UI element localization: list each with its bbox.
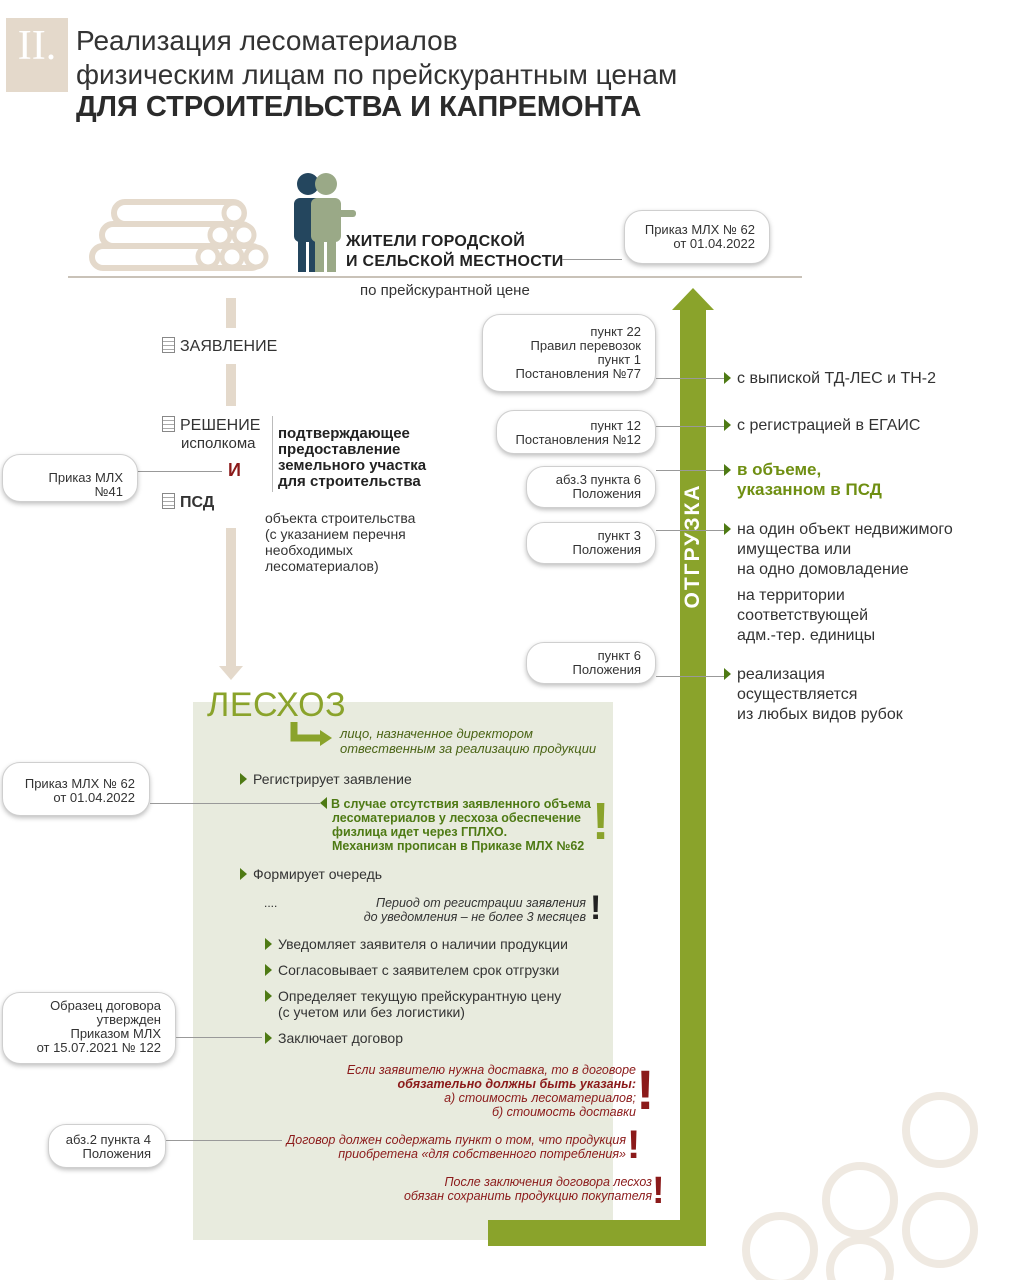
bullet-arrow-icon	[724, 668, 731, 680]
step-notify: Уведомляет заявителя о наличии продукции	[265, 936, 568, 952]
doc-psd: ПСД	[162, 493, 214, 512]
shipment-label-wrap: ОТГРУЗКА	[680, 476, 706, 616]
connector-line	[562, 259, 622, 260]
leshoz-title: ЛЕСХОЗ	[207, 686, 347, 724]
conn-3	[656, 470, 726, 471]
bullet-arrow-icon	[724, 523, 731, 535]
title-line-1: Реализация лесоматериалов	[76, 25, 458, 56]
doc-application: ЗАЯВЛЕНИЕ	[162, 337, 277, 356]
price-text: по прейскурантной цене	[360, 282, 530, 299]
document-icon	[162, 493, 175, 509]
and-label: И	[228, 460, 241, 480]
exclamation-icon: !	[627, 1123, 641, 1167]
cond-waybill: с выпиской ТД-ЛЕС и ТН-2	[724, 369, 936, 389]
document-icon	[162, 337, 175, 353]
exclamation-icon: !	[652, 1170, 665, 1212]
order41-line	[128, 471, 222, 472]
step-register: Регистрирует заявление	[240, 771, 412, 787]
shipment-label: ОТГРУЗКА	[681, 483, 704, 609]
logs-illustration	[89, 199, 269, 271]
bullet-arrow-icon	[724, 372, 731, 384]
order62-line	[150, 803, 320, 804]
bent-arrow-icon	[290, 722, 332, 746]
object-text: объекта строительства(с указанием перечн…	[265, 510, 416, 574]
bullet-arrow-icon	[265, 938, 272, 950]
conn-5	[656, 676, 726, 677]
own-use-note: Договор должен содержать пункт о том, чт…	[286, 1133, 626, 1161]
bullet-arrow-icon	[724, 464, 731, 476]
abz-line	[166, 1140, 282, 1141]
bullet-arrow-icon	[265, 964, 272, 976]
flow-bar-1	[226, 298, 236, 328]
delivery-note: Если заявителю нужна доставка, то в дого…	[346, 1063, 636, 1119]
exclamation-icon: !	[636, 1058, 655, 1121]
warning-gplho: В случае отсутствия заявленного объема л…	[320, 797, 591, 853]
leshoz-panel	[193, 702, 613, 1240]
shipment-bar-vertical	[680, 308, 706, 1246]
shipment-bar-bottom	[488, 1220, 706, 1246]
conn-4	[656, 530, 726, 531]
title-line-2: физическим лицам по прейскурантным ценам	[76, 59, 678, 90]
bullet-arrow-icon	[240, 773, 247, 785]
bullet-arrow-left-icon	[320, 797, 327, 809]
step-agree: Согласовывает с заявителем срок отгрузки	[265, 962, 559, 978]
flow-bar-2	[226, 364, 236, 406]
step-price: Определяет текущую прейскурантную цену (…	[265, 988, 561, 1020]
title-line-3: ДЛЯ СТРОИТЕЛЬСТВА И КАПРЕМОНТА	[76, 91, 642, 123]
bullet-arrow-icon	[240, 868, 247, 880]
section-number: II.	[6, 18, 68, 92]
step-queue: Формирует очередь	[240, 866, 382, 882]
residents-icon	[294, 173, 356, 272]
exclamation-icon: !	[590, 889, 602, 927]
shipment-arrow-up-icon	[672, 288, 714, 310]
logs-decoration	[742, 1092, 978, 1280]
document-icon	[162, 416, 175, 432]
cond-egais: с регистрацией в ЕГАИС	[724, 416, 920, 436]
cond-volume: в объеме, указанном в ПСД	[724, 460, 882, 500]
dots: ....	[264, 896, 278, 910]
cond-single-object: на один объект недвижимого имущества или…	[724, 520, 953, 580]
order41-ref: Приказ МЛХ №41	[2, 454, 138, 502]
conn-1	[656, 378, 726, 379]
cond-any-felling: реализация осуществляется из любых видов…	[724, 665, 903, 725]
contract-line	[176, 1037, 262, 1038]
step-contract: Заключает договор	[265, 1030, 403, 1046]
top-divider	[68, 276, 802, 278]
bracket-line	[272, 416, 273, 492]
flow-bar-3	[226, 528, 236, 668]
bullet-arrow-icon	[265, 990, 272, 1002]
flow-arrow-down-icon	[219, 666, 243, 680]
bullet-arrow-icon	[724, 419, 731, 431]
doc-decision: РЕШЕНИЕ исполкома	[162, 416, 260, 453]
conn-2	[656, 426, 726, 427]
exclamation-icon: !	[592, 793, 610, 851]
residents-label: ЖИТЕЛИ ГОРОДСКОЙ И СЕЛЬСКОЙ МЕСТНОСТИ	[346, 233, 564, 270]
bullet-arrow-icon	[265, 1032, 272, 1044]
